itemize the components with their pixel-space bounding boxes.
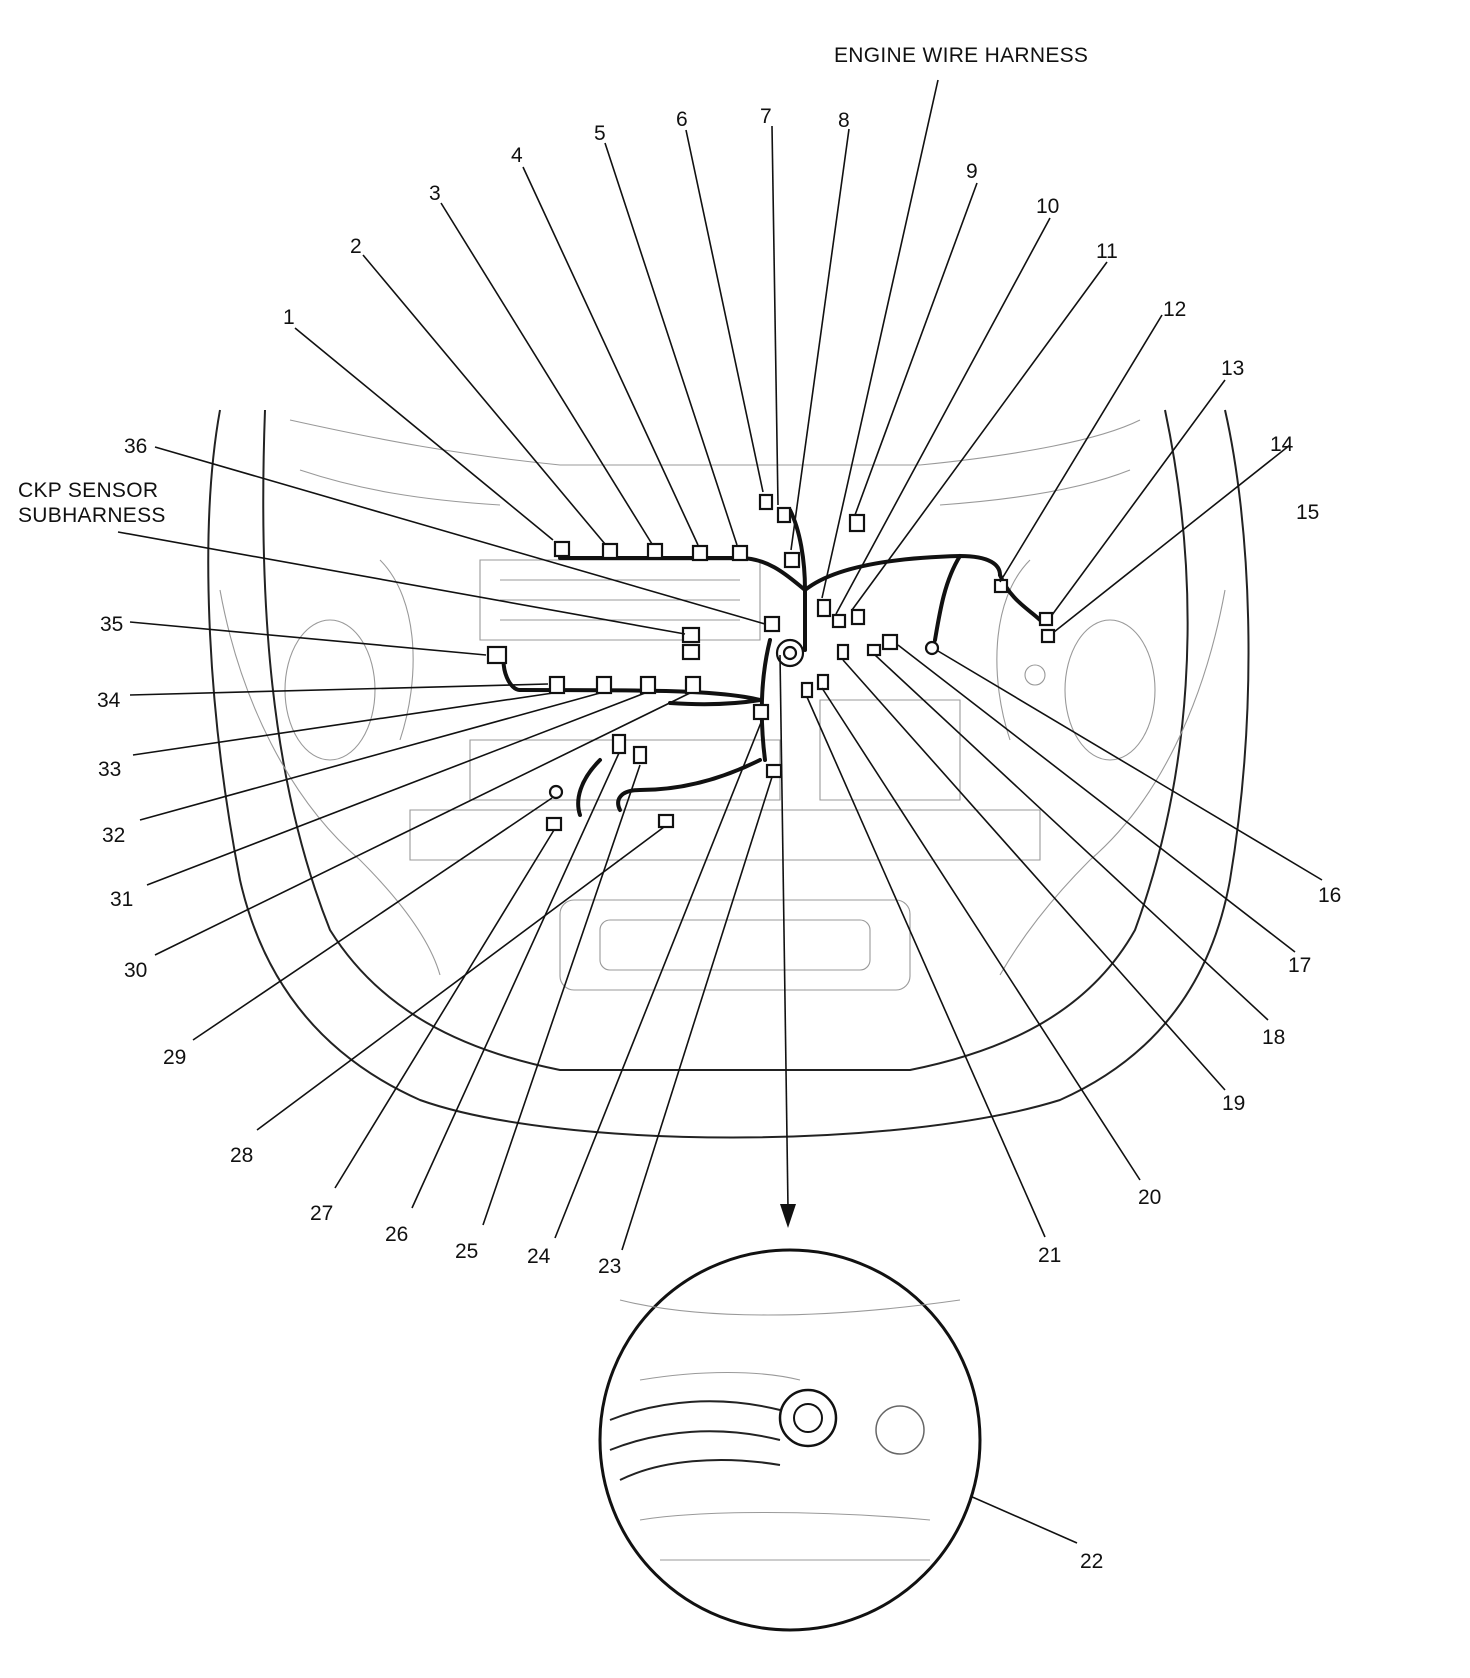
callout-16: 16 bbox=[1318, 884, 1341, 907]
callout-13: 13 bbox=[1221, 357, 1244, 380]
leader-lines bbox=[117, 79, 1323, 1544]
callout-9: 9 bbox=[966, 160, 978, 183]
callout-5: 5 bbox=[594, 122, 606, 145]
callout-19: 19 bbox=[1222, 1092, 1245, 1115]
callout-15: 15 bbox=[1296, 501, 1319, 524]
callout-1: 1 bbox=[283, 306, 295, 329]
callout-23: 23 bbox=[598, 1255, 621, 1278]
callout-21: 21 bbox=[1038, 1244, 1061, 1267]
callout-35: 35 bbox=[100, 613, 123, 636]
callout-2: 2 bbox=[350, 235, 362, 258]
caption-engine-wire-harness: ENGINE WIRE HARNESS bbox=[834, 44, 1088, 67]
callout-6: 6 bbox=[676, 108, 688, 131]
detail-view-ground-bolt bbox=[598, 1248, 982, 1632]
vehicle-outline bbox=[207, 409, 1250, 1139]
callout-26: 26 bbox=[385, 1223, 408, 1246]
caption-ckp-sensor-line2: SUBHARNESS bbox=[18, 504, 166, 527]
callout-20: 20 bbox=[1138, 1186, 1161, 1209]
callout-36: 36 bbox=[124, 435, 147, 458]
callout-4: 4 bbox=[511, 144, 523, 167]
callout-8: 8 bbox=[838, 109, 850, 132]
callout-29: 29 bbox=[163, 1046, 186, 1069]
callout-30: 30 bbox=[124, 959, 147, 982]
callout-11: 11 bbox=[1096, 240, 1118, 263]
callout-34: 34 bbox=[97, 689, 121, 712]
callout-12: 12 bbox=[1163, 298, 1186, 321]
callout-3: 3 bbox=[429, 182, 441, 205]
callout-10: 10 bbox=[1036, 195, 1059, 218]
connectors bbox=[486, 493, 1056, 832]
callout-33: 33 bbox=[98, 758, 121, 781]
callout-31: 31 bbox=[110, 888, 133, 911]
callout-labels: 1 2 3 4 5 6 7 8 9 10 11 12 13 14 15 16 1… bbox=[97, 105, 1341, 1573]
callout-14: 14 bbox=[1270, 433, 1294, 456]
callout-28: 28 bbox=[230, 1144, 253, 1167]
callout-22: 22 bbox=[1080, 1550, 1103, 1573]
caption-ckp-sensor-line1: CKP SENSOR bbox=[18, 479, 158, 502]
callout-27: 27 bbox=[310, 1202, 333, 1225]
callout-18: 18 bbox=[1262, 1026, 1285, 1049]
callout-25: 25 bbox=[455, 1240, 478, 1263]
callout-24: 24 bbox=[527, 1245, 551, 1268]
callout-32: 32 bbox=[102, 824, 125, 847]
callout-7: 7 bbox=[760, 105, 772, 128]
callout-17: 17 bbox=[1288, 954, 1311, 977]
